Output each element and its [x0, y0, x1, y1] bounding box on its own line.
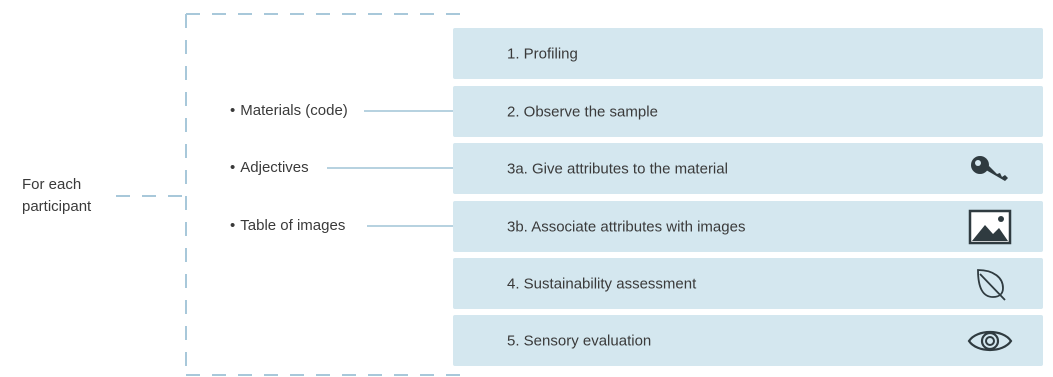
- input-table-of-images-label: Table of images: [240, 217, 346, 234]
- step-profiling: 1. Profiling: [453, 28, 1043, 79]
- key-icon: [967, 149, 1013, 189]
- step-observe-sample: 2. Observe the sample: [453, 86, 1043, 137]
- participant-label-line1: For each: [22, 176, 82, 193]
- step-label: 1. Profiling: [507, 45, 578, 62]
- step-associate-images: 3b. Associate attributes with images: [453, 201, 1043, 252]
- participant-label: For each participant: [22, 174, 132, 218]
- step-sensory-evaluation: 5. Sensory evaluation: [453, 315, 1043, 366]
- step-label: 3b. Associate attributes with images: [507, 218, 746, 235]
- step-label: 2. Observe the sample: [507, 103, 658, 120]
- step-give-attributes: 3a. Give attributes to the material: [453, 143, 1043, 194]
- input-table-of-images: •Table of images: [230, 217, 346, 234]
- eye-icon: [967, 321, 1013, 361]
- input-adjectives: •Adjectives: [230, 159, 309, 176]
- input-materials-label: Materials (code): [240, 102, 348, 119]
- step-label: 5. Sensory evaluation: [507, 332, 652, 349]
- leaf-icon: [967, 264, 1013, 304]
- input-materials: •Materials (code): [230, 102, 348, 119]
- image-icon: [967, 207, 1013, 247]
- step-label: 3a. Give attributes to the material: [507, 160, 728, 177]
- step-label: 4. Sustainability assessment: [507, 275, 697, 292]
- step-sustainability: 4. Sustainability assessment: [453, 258, 1043, 309]
- input-adjectives-label: Adjectives: [240, 159, 309, 176]
- dashed-bracket: [185, 13, 466, 376]
- participant-label-line2: participant: [22, 198, 92, 215]
